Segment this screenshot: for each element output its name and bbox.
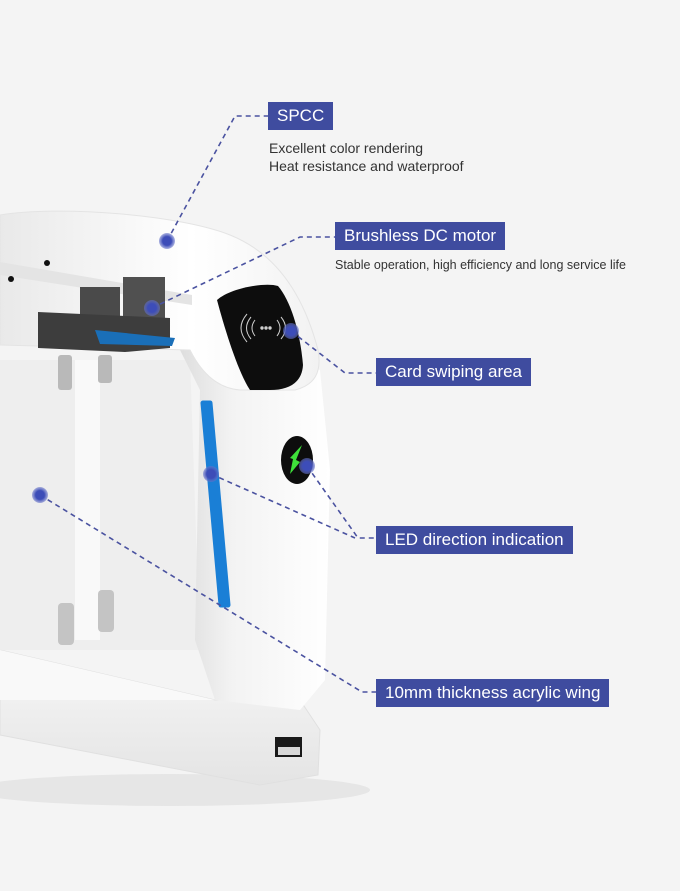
leader-line-motor xyxy=(151,236,335,309)
callout-label-spcc: SPCC xyxy=(268,102,334,130)
motor-block xyxy=(80,287,120,317)
marker-led-strip xyxy=(203,466,219,482)
screw xyxy=(8,276,14,282)
callout-label-card: Card swiping area xyxy=(376,358,532,386)
base-slot-inner xyxy=(278,747,300,755)
marker-card xyxy=(283,323,299,339)
leader-line-wing xyxy=(39,494,378,693)
leader-lines xyxy=(39,115,378,693)
screw xyxy=(44,260,50,266)
floor-shadow xyxy=(0,774,370,806)
callout-desc-motor: Stable operation, high efficiency and lo… xyxy=(335,258,626,272)
hinge xyxy=(98,590,114,632)
marker-wing xyxy=(32,487,48,503)
hinge xyxy=(58,355,72,390)
callout-desc-spcc-2: Heat resistance and waterproof xyxy=(269,158,464,174)
hinge xyxy=(58,603,74,645)
callout-label-wing: 10mm thickness acrylic wing xyxy=(376,679,610,707)
pillar xyxy=(180,330,330,710)
card-reader xyxy=(217,284,303,390)
motor-block xyxy=(123,277,165,322)
green-arrow-down-left-icon xyxy=(290,445,302,474)
callout-desc-spcc-1: Excellent color rendering xyxy=(269,140,424,156)
wing-edge xyxy=(75,360,100,640)
callout-label-led: LED direction indication xyxy=(376,526,573,554)
hinge xyxy=(98,355,112,383)
marker-motor xyxy=(144,300,160,316)
marker-spcc xyxy=(159,233,175,249)
leader-line-led xyxy=(306,465,378,539)
motor-blue-arm xyxy=(95,330,175,346)
led-strip xyxy=(200,400,231,608)
marker-led xyxy=(299,458,315,474)
callout-markers xyxy=(32,233,315,503)
leader-line-card xyxy=(290,330,378,374)
leader-line-spcc xyxy=(166,115,268,242)
callout-label-motor: Brushless DC motor xyxy=(335,222,506,250)
base-top xyxy=(0,650,215,700)
